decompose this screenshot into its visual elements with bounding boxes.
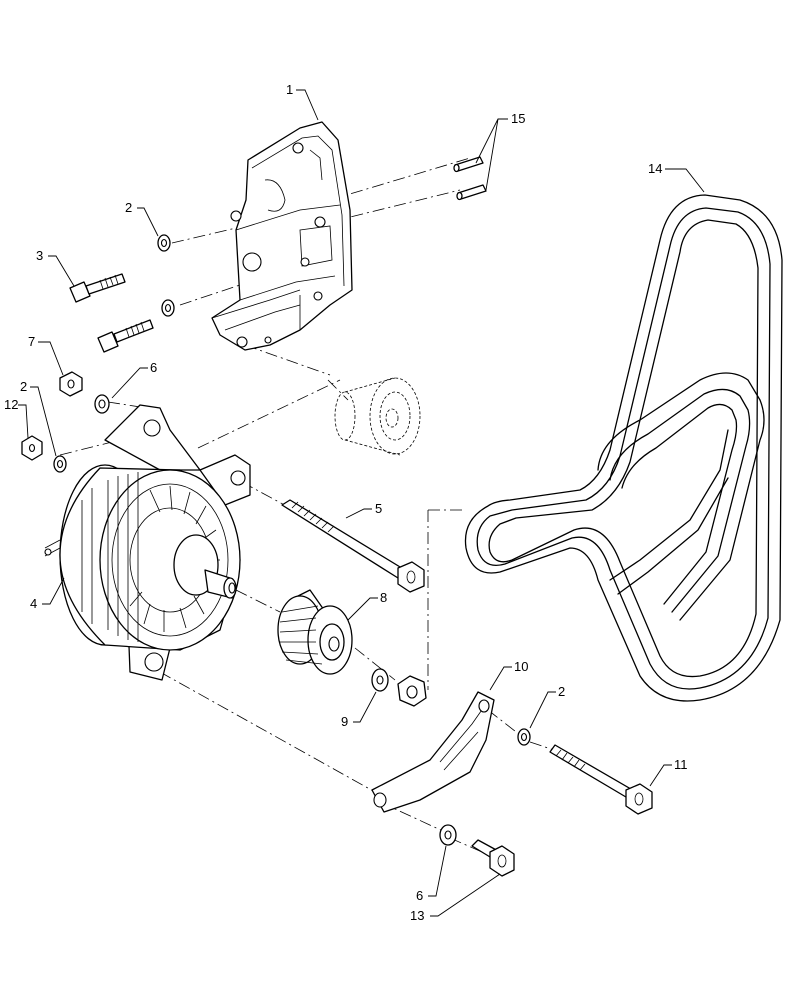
callout-2-right: 2 [558, 684, 565, 699]
callout-9: 9 [341, 714, 348, 729]
dowel-pin-upper [453, 156, 484, 173]
nut-12 [21, 435, 43, 461]
callout-1: 1 [286, 82, 293, 97]
callout-12: 12 [4, 397, 18, 412]
callout-3: 3 [36, 248, 43, 263]
callout-11: 11 [674, 757, 688, 772]
adjustment-strap [371, 691, 495, 813]
callout-5: 5 [375, 501, 382, 516]
pulley-nut [397, 675, 427, 707]
callout-leaders [18, 89, 705, 917]
callout-6-lower: 6 [416, 888, 423, 903]
bolt-lower [97, 319, 154, 353]
bolt-upper [69, 273, 126, 303]
lock-washer [161, 299, 175, 317]
bolt-11 [549, 744, 653, 815]
alternator [44, 404, 251, 681]
long-bolt [281, 499, 425, 593]
callout-15: 15 [511, 111, 525, 126]
callout-10: 10 [514, 659, 528, 674]
dowel-pin-lower [456, 184, 487, 201]
mounting-bracket [211, 121, 353, 351]
washer-upper [157, 234, 171, 252]
callout-labels: 1 2 3 7 6 2 12 4 5 15 14 8 9 10 2 11 6 1… [4, 82, 688, 923]
callout-6-upper: 6 [150, 360, 157, 375]
callout-14: 14 [648, 161, 662, 176]
washer-6-upper [94, 394, 110, 414]
callout-8: 8 [380, 590, 387, 605]
callout-2-upper: 2 [125, 200, 132, 215]
callout-13: 13 [410, 908, 424, 923]
washer-9 [371, 668, 389, 692]
callout-4: 4 [30, 596, 37, 611]
washer-6-lower [439, 824, 457, 846]
callout-7: 7 [28, 334, 35, 349]
nut-7 [59, 371, 83, 397]
washer-left [53, 455, 67, 473]
callout-2-left: 2 [20, 379, 27, 394]
bolt-13 [471, 839, 515, 877]
alternator-pulley [277, 589, 353, 675]
washer-right [517, 728, 531, 746]
serpentine-belt [464, 194, 783, 702]
idler-pulley-phantom [334, 377, 421, 456]
